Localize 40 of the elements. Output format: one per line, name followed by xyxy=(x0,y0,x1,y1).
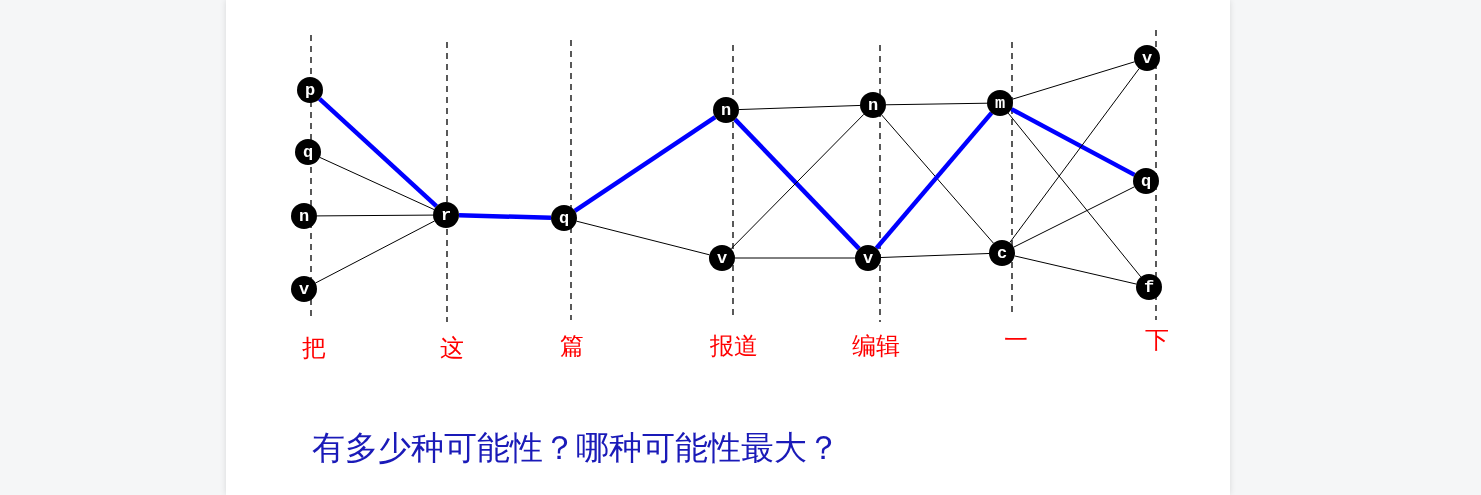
highlighted-path-line xyxy=(1010,107,1136,177)
state-node: v xyxy=(709,245,735,271)
connector-line xyxy=(576,220,710,256)
connector-line xyxy=(1009,67,1140,244)
caption: 有多少种可能性？哪种可能性最大？ xyxy=(312,428,840,468)
connector-line xyxy=(738,104,861,111)
connector-line xyxy=(1007,112,1142,278)
connector-line xyxy=(1014,255,1137,285)
state-node: p xyxy=(297,77,323,103)
highlighted-path-line xyxy=(573,115,717,213)
word-label: 篇 xyxy=(560,334,584,358)
word-label: 报道 xyxy=(710,334,758,358)
highlighted-path-line xyxy=(318,97,438,208)
word-label: 一 xyxy=(1004,328,1028,352)
state-node: n xyxy=(291,203,317,229)
state-node: q xyxy=(551,205,577,231)
state-node: n xyxy=(713,97,739,123)
state-node: v xyxy=(291,276,317,302)
connector-line xyxy=(734,257,856,259)
state-node: q xyxy=(295,139,321,165)
connector-line xyxy=(315,220,435,284)
state-node: n xyxy=(860,92,886,118)
connector-line xyxy=(1011,61,1136,100)
word-label: 编辑 xyxy=(852,334,900,358)
word-label: 这 xyxy=(440,336,464,360)
word-label: 下 xyxy=(1145,328,1169,352)
connector-line xyxy=(319,156,435,211)
connector-line xyxy=(1013,186,1135,248)
state-node: v xyxy=(1134,45,1160,71)
state-node: c xyxy=(989,240,1015,266)
connector-line xyxy=(880,253,990,258)
state-node: q xyxy=(1133,168,1159,194)
connector-line xyxy=(885,102,988,106)
state-node: v xyxy=(855,245,881,271)
word-label: 把 xyxy=(302,336,326,360)
connector-line xyxy=(316,214,434,217)
highlighted-path-line xyxy=(458,213,552,220)
state-node: r xyxy=(433,202,459,228)
state-node: f xyxy=(1136,274,1162,300)
state-node: m xyxy=(987,90,1013,116)
